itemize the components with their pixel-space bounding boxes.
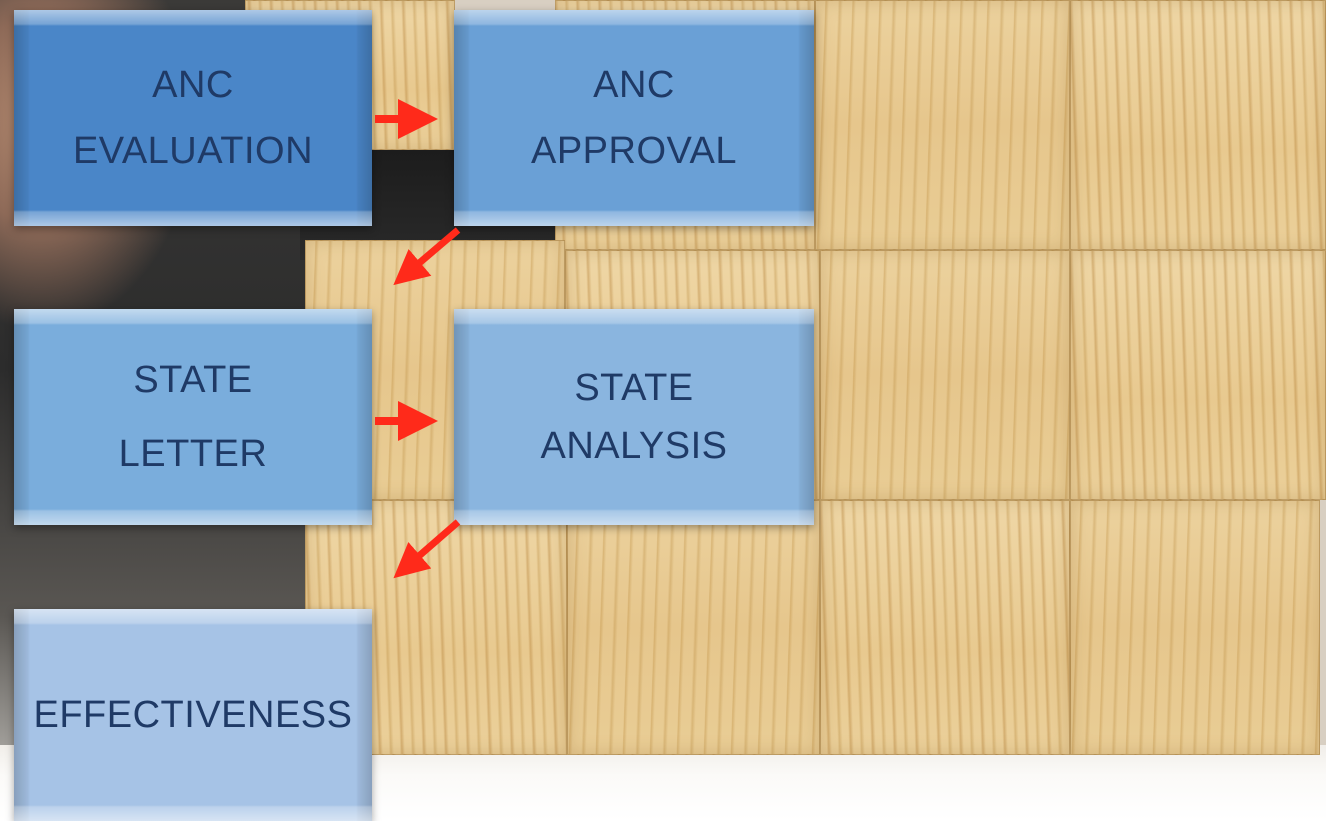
wooden-block — [820, 250, 1070, 500]
step-label-line2: LETTER — [118, 433, 268, 475]
step-anc-evaluation: ANC EVALUATION — [14, 10, 372, 226]
step-label-line2: APPROVAL — [530, 130, 738, 172]
step-label-line1: ANC — [593, 64, 675, 106]
step-label-line1: EFFECTIVENESS — [33, 694, 353, 736]
wooden-block — [820, 500, 1070, 755]
step-effectiveness: EFFECTIVENESS — [14, 609, 372, 821]
step-label-line2: ANALYSIS — [540, 425, 728, 467]
step-label-line1: STATE — [133, 359, 253, 401]
step-state-analysis: STATE ANALYSIS — [454, 309, 814, 525]
step-anc-approval: ANC APPROVAL — [454, 10, 814, 226]
step-label-line1: ANC — [152, 64, 234, 106]
step-label-line1: STATE — [574, 367, 694, 409]
step-label-line2: EVALUATION — [72, 130, 314, 172]
wooden-block — [1070, 0, 1326, 250]
wooden-block — [1070, 250, 1326, 500]
step-state-letter: STATE LETTER — [14, 309, 372, 525]
wooden-block — [815, 0, 1070, 250]
wooden-block — [1070, 500, 1320, 755]
wooden-block — [567, 500, 820, 755]
